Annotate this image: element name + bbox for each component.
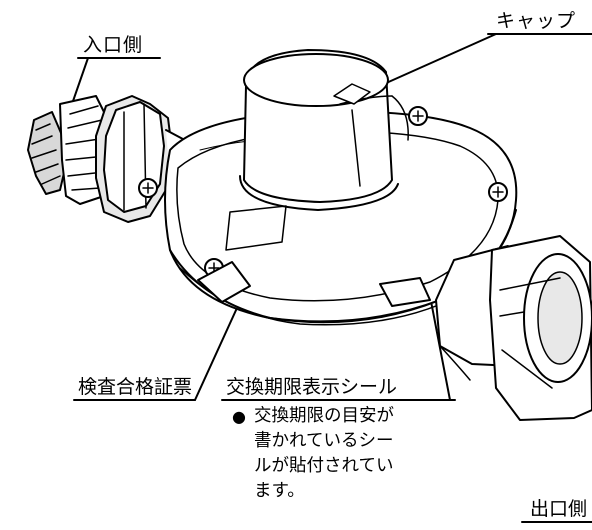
seal-note: ● 交換期限の目安が 書かれているシー ルが貼付されてい ます。 [232,404,480,504]
note-line: ルが貼付されてい [254,456,394,476]
note-line: 書かれているシー [254,431,394,451]
cap-label: キャップ [496,10,577,32]
note-line: ます。 [254,481,305,501]
outlet-side-label: 出口側 [530,498,588,520]
inspection-certificate-label: 検査合格証票 [78,376,193,398]
bullet-icon: ● [232,407,246,426]
note-line: 交換期限の目安が [254,406,394,426]
inlet-side-label: 入口側 [83,34,144,56]
cap [239,49,409,211]
replacement-deadline-seal-label: 交換期限表示シール [226,376,398,398]
outlet-fitting [435,235,592,421]
